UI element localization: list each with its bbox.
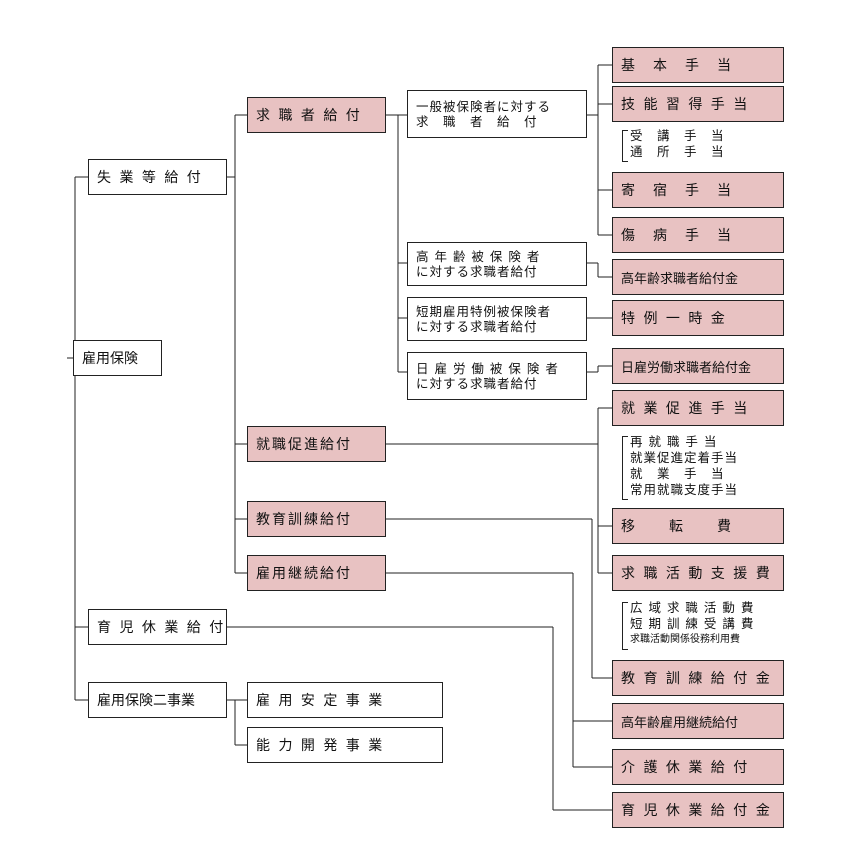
node-label: 就 業 促 進 手 当 [621, 401, 750, 417]
node-unemployment-benefits: 失 業 等 給 付 [88, 159, 227, 195]
node-label: 求 職 者 給 付 [256, 108, 362, 124]
node-label-line1: 一般被保険者に対する [416, 99, 552, 114]
bracket [622, 130, 628, 162]
node-lodging-allowance: 寄 宿 手 当 [612, 172, 784, 208]
node-label-line2: に対する求職者給付 [416, 264, 538, 279]
node-label: 雇 用 安 定 事 業 [256, 693, 385, 709]
node-elderly-insured: 高 年 齢 被 保 険 者 に対する求職者給付 [407, 242, 587, 286]
node-elderly-continuation-benefit: 高年齢雇用継続給付 [612, 703, 784, 739]
node-sickness-allowance: 傷 病 手 当 [612, 217, 784, 253]
node-label: 移 転 費 [621, 519, 733, 535]
node-skill-acquisition-allowance: 技 能 習 得 手 当 [612, 86, 784, 122]
node-special-lump-sum: 特 例 一 時 金 [612, 300, 784, 336]
sub-item: 短 期 訓 練 受 講 費 [630, 616, 755, 631]
node-label: 失 業 等 給 付 [97, 170, 203, 186]
node-label: 雇用保険二事業 [97, 693, 195, 709]
node-reemployment-allowance: 就 業 促 進 手 当 [612, 390, 784, 426]
node-label-line2: に対する求職者給付 [416, 319, 538, 334]
sub-item: 再 就 職 手 当 [630, 434, 718, 449]
node-label: 高年齢雇用継続給付 [621, 715, 739, 731]
node-ability-development-program: 能 力 開 発 事 業 [247, 727, 443, 763]
node-label: 教 育 訓 練 給 付 金 [621, 671, 772, 687]
skill-sub-items: 受 講 手 当 通 所 手 当 [630, 128, 725, 160]
node-label: 雇用継続給付 [256, 566, 352, 582]
node-childcare-leave-benefit: 育 児 休 業 給 付 金 [612, 792, 784, 828]
node-label: 教育訓練給付 [256, 512, 352, 528]
node-label-line1: 高 年 齢 被 保 険 者 [416, 249, 541, 264]
node-relocation-expenses: 移 転 費 [612, 508, 784, 544]
node-label: 育 児 休 業 給 付 [97, 620, 226, 636]
node-label: 介 護 休 業 給 付 [621, 760, 750, 776]
node-label: 技 能 習 得 手 当 [621, 97, 750, 113]
sub-item: 求職活動関係役務利用費 [630, 634, 740, 645]
sub-item: 受 講 手 当 [630, 128, 725, 143]
node-day-laborer-insured: 日 雇 労 働 被 保 険 者 に対する求職者給付 [407, 352, 587, 400]
node-label: 傷 病 手 当 [621, 228, 733, 244]
node-job-search-support: 求 職 活 動 支 援 費 [612, 555, 784, 591]
root-node-employment-insurance: 雇用保険 [73, 340, 162, 376]
node-education-training-benefit: 教 育 訓 練 給 付 金 [612, 660, 784, 696]
node-basic-allowance: 基 本 手 当 [612, 47, 784, 83]
node-general-insured: 一般被保険者に対する 求 職 者 給 付 [407, 90, 587, 138]
node-label: 日雇労働求職者給付金 [621, 360, 752, 376]
node-label: 就職促進給付 [256, 437, 352, 453]
sub-item: 通 所 手 当 [630, 144, 725, 159]
node-label-line1: 短期雇用特例被保険者 [416, 304, 552, 319]
node-label: 寄 宿 手 当 [621, 183, 733, 199]
sub-item: 就 業 手 当 [630, 466, 725, 481]
node-job-seeker-benefits: 求 職 者 給 付 [247, 97, 386, 133]
node-two-programs: 雇用保険二事業 [88, 682, 227, 718]
node-reemployment-promotion: 就職促進給付 [247, 426, 386, 462]
node-label: 基 本 手 当 [621, 58, 733, 74]
node-employment-continuation: 雇用継続給付 [247, 555, 386, 591]
reemployment-sub-items: 再 就 職 手 当 就業促進定着手当 就 業 手 当 常用就職支度手当 [630, 434, 738, 498]
node-elderly-job-seeker-benefit: 高年齢求職者給付金 [612, 259, 784, 295]
node-label: 高年齢求職者給付金 [621, 271, 739, 287]
node-label: 能 力 開 発 事 業 [256, 738, 385, 754]
sub-item: 就業促進定着手当 [630, 450, 739, 465]
job-search-sub-items: 広 域 求 職 活 動 費 短 期 訓 練 受 講 費 求職活動関係役務利用費 [630, 600, 754, 648]
node-education-training-benefits: 教育訓練給付 [247, 501, 386, 537]
node-care-leave-benefit: 介 護 休 業 給 付 [612, 749, 784, 785]
node-label-line1: 日 雇 労 働 被 保 険 者 [416, 361, 559, 376]
root-label: 雇用保険 [82, 351, 138, 367]
node-label: 特 例 一 時 金 [621, 311, 727, 327]
node-label: 求 職 活 動 支 援 費 [621, 566, 772, 582]
node-short-term-insured: 短期雇用特例被保険者 に対する求職者給付 [407, 297, 587, 341]
node-label-line2: に対する求職者給付 [416, 376, 538, 391]
sub-item: 常用就職支度手当 [630, 482, 739, 497]
bracket [622, 436, 628, 500]
node-label: 育 児 休 業 給 付 金 [621, 803, 772, 819]
node-employment-stability-program: 雇 用 安 定 事 業 [247, 682, 443, 718]
sub-item: 広 域 求 職 活 動 費 [630, 600, 755, 615]
node-day-laborer-benefit: 日雇労働求職者給付金 [612, 348, 784, 384]
bracket [622, 602, 628, 650]
node-label-line2: 求 職 者 給 付 [416, 114, 538, 129]
node-childcare-leave-benefits: 育 児 休 業 給 付 [88, 609, 227, 645]
